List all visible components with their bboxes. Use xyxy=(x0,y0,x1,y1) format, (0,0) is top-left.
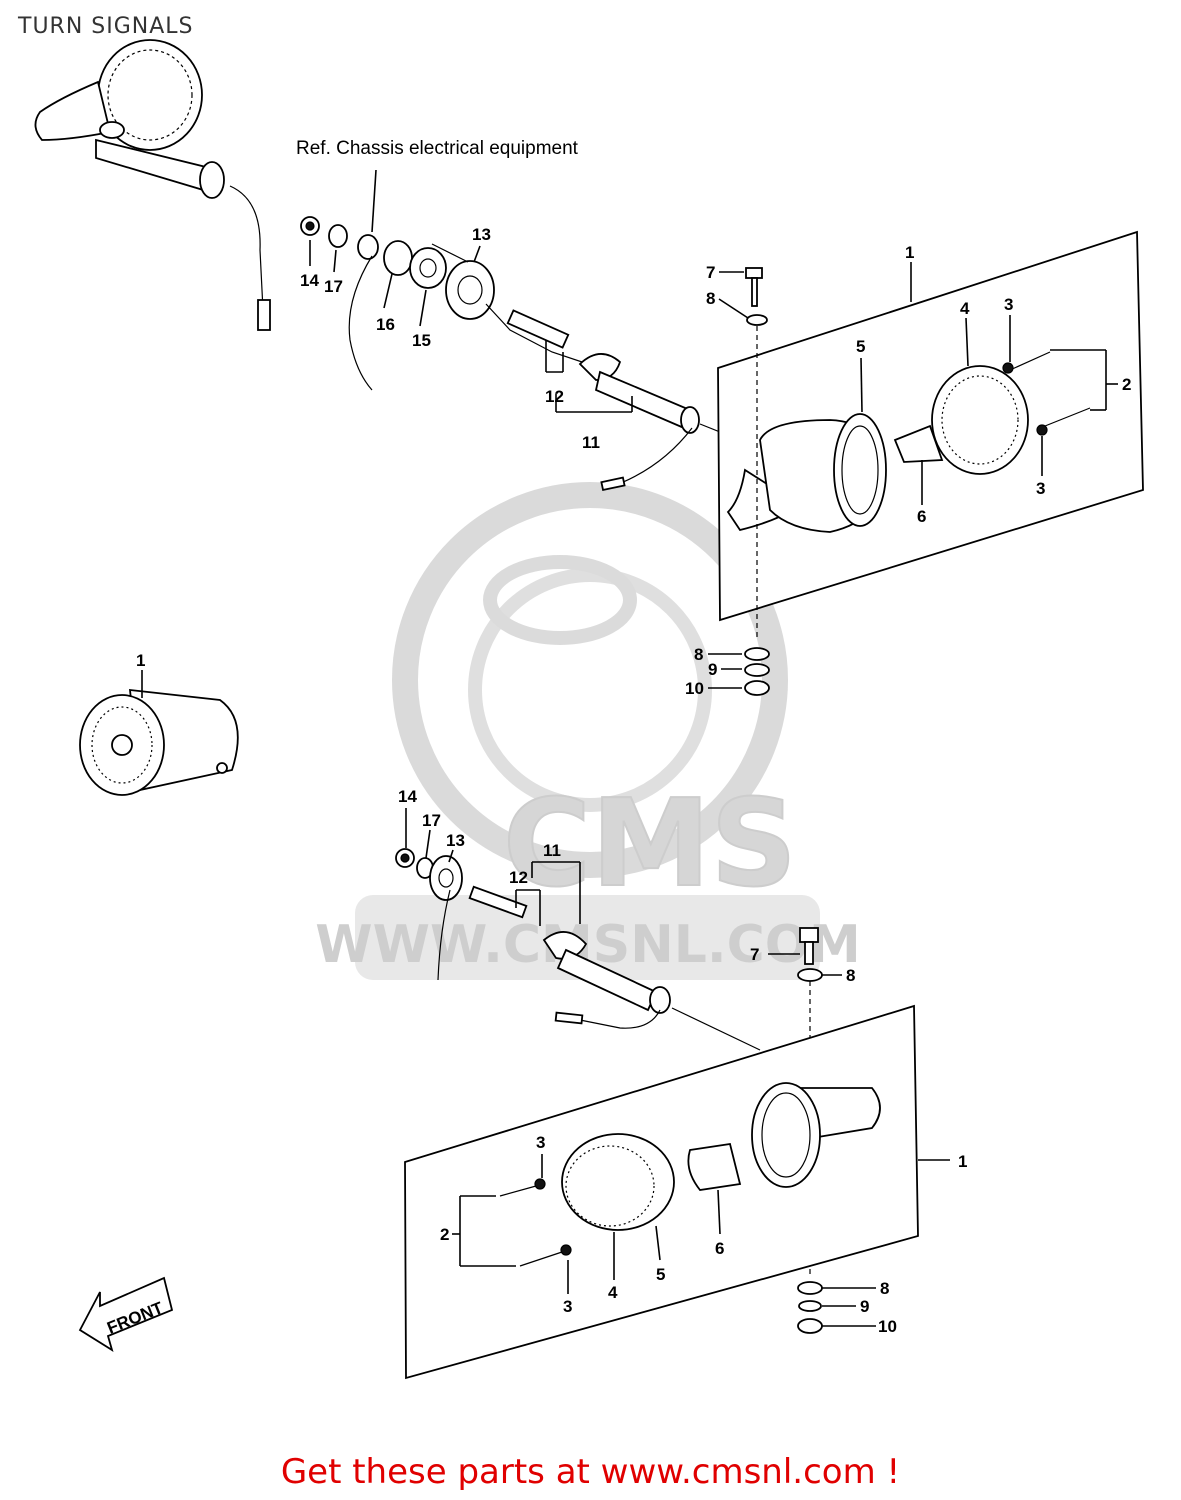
callout-14: 14 xyxy=(398,787,417,806)
callout-3: 3 xyxy=(563,1297,572,1316)
callout-5: 5 xyxy=(656,1265,665,1284)
bottom-lamp-assembly xyxy=(499,1082,881,1267)
callout-6: 6 xyxy=(917,507,926,526)
callout-14: 14 xyxy=(300,271,319,290)
callout-5: 5 xyxy=(856,337,865,356)
callout-3: 3 xyxy=(1004,295,1013,314)
callout-16: 16 xyxy=(376,315,395,334)
callout-9: 9 xyxy=(860,1297,869,1316)
callout-6: 6 xyxy=(715,1239,724,1258)
callout-7: 7 xyxy=(706,263,715,282)
callout-4: 4 xyxy=(608,1283,618,1302)
callout-11: 11 xyxy=(582,433,600,452)
callout-8: 8 xyxy=(880,1279,889,1298)
watermark-mascot-head xyxy=(392,482,788,878)
callout-10: 10 xyxy=(878,1317,897,1336)
footer-promo-link[interactable]: Get these parts at www.cmsnl.com ! xyxy=(280,1452,901,1492)
callout-7: 7 xyxy=(750,945,759,964)
callout-15: 15 xyxy=(412,331,431,350)
top-leader-lines xyxy=(309,240,1118,689)
bottom-callouts: 1 2 3 3 4 5 6 7 8 8 9 10 11 12 13 14 17 xyxy=(398,787,967,1336)
callout-12: 12 xyxy=(545,387,564,406)
watermark-mascot-face xyxy=(468,568,712,812)
callout-2: 2 xyxy=(440,1225,449,1244)
callout-1: 1 xyxy=(905,243,914,262)
watermark-mascot-goggles xyxy=(483,555,637,645)
bottom-hardware-row xyxy=(395,848,823,1334)
callout-8: 8 xyxy=(846,966,855,985)
ref-note: Ref. Chassis electrical equipment xyxy=(296,138,579,159)
watermark-brand: CMS xyxy=(503,775,797,914)
side-signal xyxy=(79,688,239,796)
callout-8: 8 xyxy=(706,289,715,308)
parts-diagram: CMS WWW.CMSNL.COM Ref. Chassis electrica… xyxy=(34,39,1144,1380)
page-title: TURN SIGNALS xyxy=(18,14,194,39)
top-callouts: 1 2 3 3 3 4 5 6 7 8 8 9 10 11 12 13 14 1… xyxy=(300,225,1131,698)
callout-13: 13 xyxy=(472,225,491,244)
callout-8: 8 xyxy=(694,645,703,664)
ref-note-leader xyxy=(371,169,377,233)
callout-10: 10 xyxy=(685,679,704,698)
callout-2: 2 xyxy=(1122,375,1131,394)
watermark-bar xyxy=(355,895,820,980)
callout-3: 3 xyxy=(536,1133,545,1152)
callout-12: 12 xyxy=(509,868,528,887)
callout-1: 1 xyxy=(136,651,145,670)
callout-3: 3 xyxy=(1036,479,1045,498)
callout-9: 9 xyxy=(708,660,717,679)
callout-1: 1 xyxy=(958,1152,967,1171)
top-mounted-signal xyxy=(34,39,271,331)
callout-17: 17 xyxy=(324,277,343,296)
top-hardware-row xyxy=(300,216,771,492)
front-direction-arrow: FRONT xyxy=(78,1276,174,1353)
side-callouts: 1 xyxy=(136,651,145,698)
callout-13: 13 xyxy=(446,831,465,850)
callout-17: 17 xyxy=(422,811,441,830)
callout-4: 4 xyxy=(960,299,970,318)
bottom-leader-lines xyxy=(405,808,950,1327)
callout-11: 11 xyxy=(543,841,561,860)
top-lamp-assembly xyxy=(726,267,1091,696)
